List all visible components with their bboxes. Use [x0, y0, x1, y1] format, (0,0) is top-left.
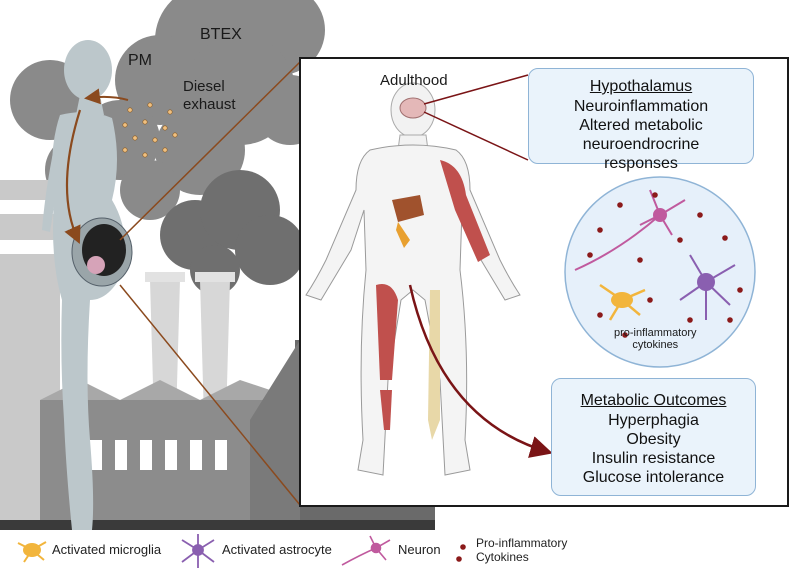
- metabolic-line: Obesity: [626, 431, 681, 448]
- metabolic-line: Insulin resistance: [591, 450, 716, 467]
- human-body: [305, 82, 521, 476]
- maternal-fetal-arrow: [64, 109, 82, 244]
- hypothalamus-line: Neuroinflammation: [573, 98, 709, 115]
- cytokine-label: pro-inflammatory cytokines: [614, 327, 697, 351]
- zoom-line-bottom: [119, 284, 301, 506]
- hypothalamus-box: Hypothalamus Neuroinflammation Altered m…: [528, 68, 754, 172]
- uterus: [71, 217, 133, 287]
- metabolic-line: Hyperphagia: [608, 412, 699, 429]
- neuroinflammation-circle: [564, 176, 756, 368]
- microglia-legend-icon: [17, 541, 47, 563]
- particle-dots: [122, 102, 178, 158]
- adulthood-label: Adulthood: [380, 72, 448, 89]
- legend-astrocyte-label: Activated astrocyte: [222, 542, 332, 557]
- diesel-label: Diesel exhaust: [183, 78, 236, 113]
- cytokine-legend-icon: [456, 544, 466, 562]
- zoom-line-top: [119, 61, 301, 241]
- hypothalamus-connector-top: [423, 74, 529, 105]
- legend-cytokines-label: Pro-inflammatory Cytokines: [476, 536, 568, 564]
- inhalation-arrow: [84, 88, 129, 105]
- pm-label: PM: [128, 52, 152, 69]
- legend-microglia-label: Activated microglia: [52, 542, 162, 557]
- hypothalamus-line: Altered metabolic neuroendrocrine: [579, 117, 703, 153]
- metabolic-title: Metabolic Outcomes: [580, 392, 727, 409]
- btex-label: BTEX: [200, 26, 242, 43]
- hypothalamus-connector-bottom: [423, 111, 529, 161]
- metabolic-line: Glucose intolerance: [582, 469, 725, 486]
- neuron-legend-icon: [341, 535, 391, 566]
- legend-neuron-label: Neuron: [398, 542, 441, 557]
- hypothalamus-line: responses: [604, 155, 678, 172]
- outcome-arrow: [408, 284, 553, 458]
- astrocyte-legend-icon: [181, 534, 215, 568]
- hypothalamus-title: Hypothalamus: [589, 78, 693, 95]
- metabolic-outcomes-box: Metabolic Outcomes Hyperphagia Obesity I…: [551, 378, 756, 496]
